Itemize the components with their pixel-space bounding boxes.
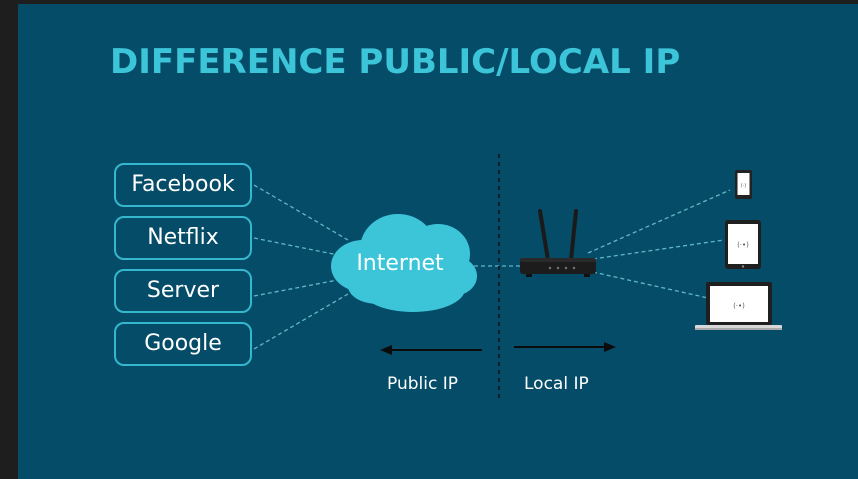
svg-text:(·•): (·•): [737, 241, 749, 249]
local-ip-label: Local IP: [524, 374, 589, 394]
link-router-laptop: [592, 271, 709, 299]
network-diagram: (·) (·•) (·•): [253, 154, 782, 399]
service-box-facebook: Facebook: [114, 163, 252, 207]
public-ip-label: Public IP: [387, 374, 458, 394]
public-ip-arrow: [380, 345, 482, 355]
internet-label: Internet: [356, 251, 444, 276]
slide-title: DIFFERENCE PUBLIC/LOCAL IP: [110, 42, 681, 82]
laptop-icon: (·•): [695, 282, 782, 330]
tablet-icon: (·•): [725, 220, 761, 269]
router-icon: [520, 209, 596, 277]
link-facebook-internet: [253, 184, 349, 241]
local-ip-arrow: [514, 342, 616, 352]
link-router-phone: [587, 189, 731, 254]
link-server-internet: [253, 278, 344, 297]
link-netflix-internet: [253, 237, 344, 257]
cloud-icon: [331, 214, 477, 312]
service-box-netflix: Netflix: [114, 216, 252, 260]
link-router-tablet: [592, 239, 725, 260]
svg-text:(·): (·): [741, 183, 747, 189]
phone-icon: (·): [735, 170, 752, 199]
slide: (·) (·•) (·•): [18, 4, 858, 479]
service-box-server: Server: [114, 269, 252, 313]
service-box-google: Google: [114, 322, 252, 366]
svg-text:(·•): (·•): [733, 302, 745, 310]
link-google-internet: [253, 293, 349, 350]
